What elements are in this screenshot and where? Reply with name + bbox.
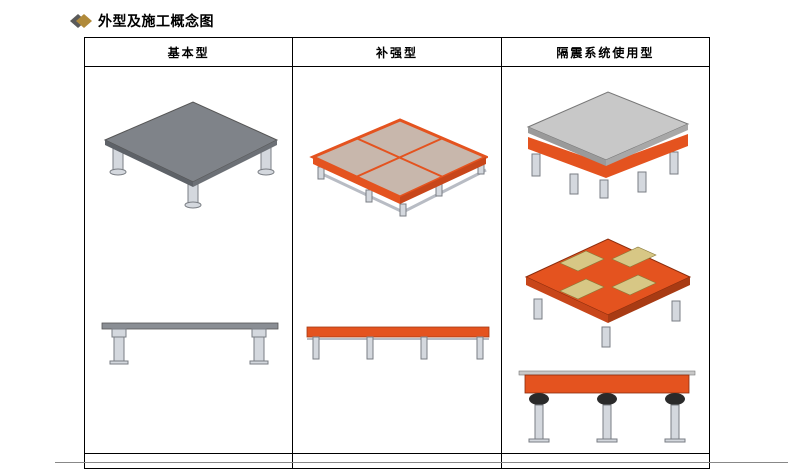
tail-cell-3 (500, 453, 711, 469)
column-header-basic: 基本型 (83, 37, 294, 67)
diamond-bullet-icon (70, 14, 92, 28)
column-header-reinforced: 补强型 (292, 37, 502, 67)
basic-side-figure (101, 322, 279, 365)
tail-cell-2 (292, 453, 502, 469)
seismic-side-figure (518, 370, 695, 443)
header-row: 基本型 补强型 隔震系统使用型 (83, 37, 711, 67)
reinforced-side-figure (306, 326, 490, 360)
tail-row (83, 453, 711, 469)
page-bottom-rule (55, 462, 788, 463)
section-title: 外型及施工概念图 (98, 14, 214, 30)
section-heading: 外型及施工概念图 (70, 10, 214, 32)
figure-row (83, 66, 711, 454)
basic-isometric-figure (103, 101, 279, 209)
concept-table: 基本型 补强型 隔震系统使用型 (83, 37, 711, 469)
cell-seismic (500, 66, 711, 454)
seismic-frame-figure (524, 238, 691, 348)
seismic-isometric-figure (526, 91, 689, 199)
column-header-seismic: 隔震系统使用型 (500, 37, 711, 67)
reinforced-isometric-figure (309, 118, 489, 217)
tail-cell-1 (83, 453, 294, 469)
cell-basic (83, 66, 294, 454)
cell-reinforced (292, 66, 502, 454)
